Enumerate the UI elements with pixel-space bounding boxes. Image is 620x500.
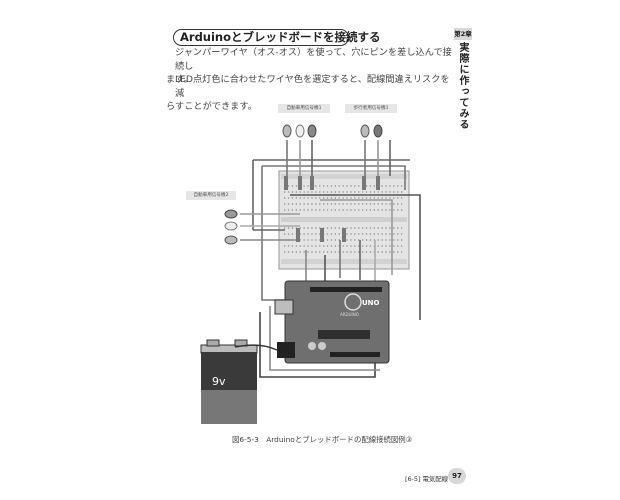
resistors	[284, 176, 380, 242]
chapter-title: 実際に作ってみる	[457, 42, 468, 130]
paragraph-2: LED点灯色に合わせたワイヤ色を選定すると、配線間違えリスクを減 らすことができ…	[166, 73, 452, 114]
arduino-brand-label: ARDUINO	[340, 312, 359, 317]
callout-car-signal-2: 自動車用信号機2	[186, 191, 236, 200]
paragraph-2-line-1: LED点灯色に合わせたワイヤ色を選定すると、配線間違えリスクを減	[175, 74, 450, 99]
arduino-board	[274, 280, 390, 364]
page-number: 97	[448, 468, 466, 484]
breadboard	[278, 170, 410, 270]
paragraph-2-line-2: らすことができます。	[166, 101, 257, 113]
paragraph-1-line-1: ジャンパーワイヤ（オス-オス）を使って、穴にピンを差し込んで接続し	[175, 47, 452, 72]
led-group-car-2	[224, 209, 238, 245]
figure-caption: 図6-5-3 Arduinoとブレッドボードの配線接続図例③	[232, 435, 413, 444]
arduino-uno-label: UNO	[362, 299, 380, 307]
paragraph-1-line-2: ます。	[166, 74, 193, 86]
led-group-car-1	[282, 124, 317, 138]
battery-label: 9v	[212, 375, 226, 388]
battery	[200, 339, 278, 424]
callout-pedestrian-signal-1: 歩行者用信号機1	[345, 104, 397, 113]
chapter-tab: 第2章	[454, 28, 472, 40]
jumper-wires	[240, 140, 421, 378]
footer-section-label: [6-5] 電気配線	[405, 475, 449, 483]
section-heading: Arduinoとブレッドボードを接続する	[173, 29, 381, 46]
paragraph-1: ジャンパーワイヤ（オス-オス）を使って、穴にピンを差し込んで接続し ます。	[166, 46, 452, 87]
led-group-pedestrian-1	[360, 124, 383, 138]
callout-car-signal-1: 自動車用信号機1	[278, 104, 330, 113]
